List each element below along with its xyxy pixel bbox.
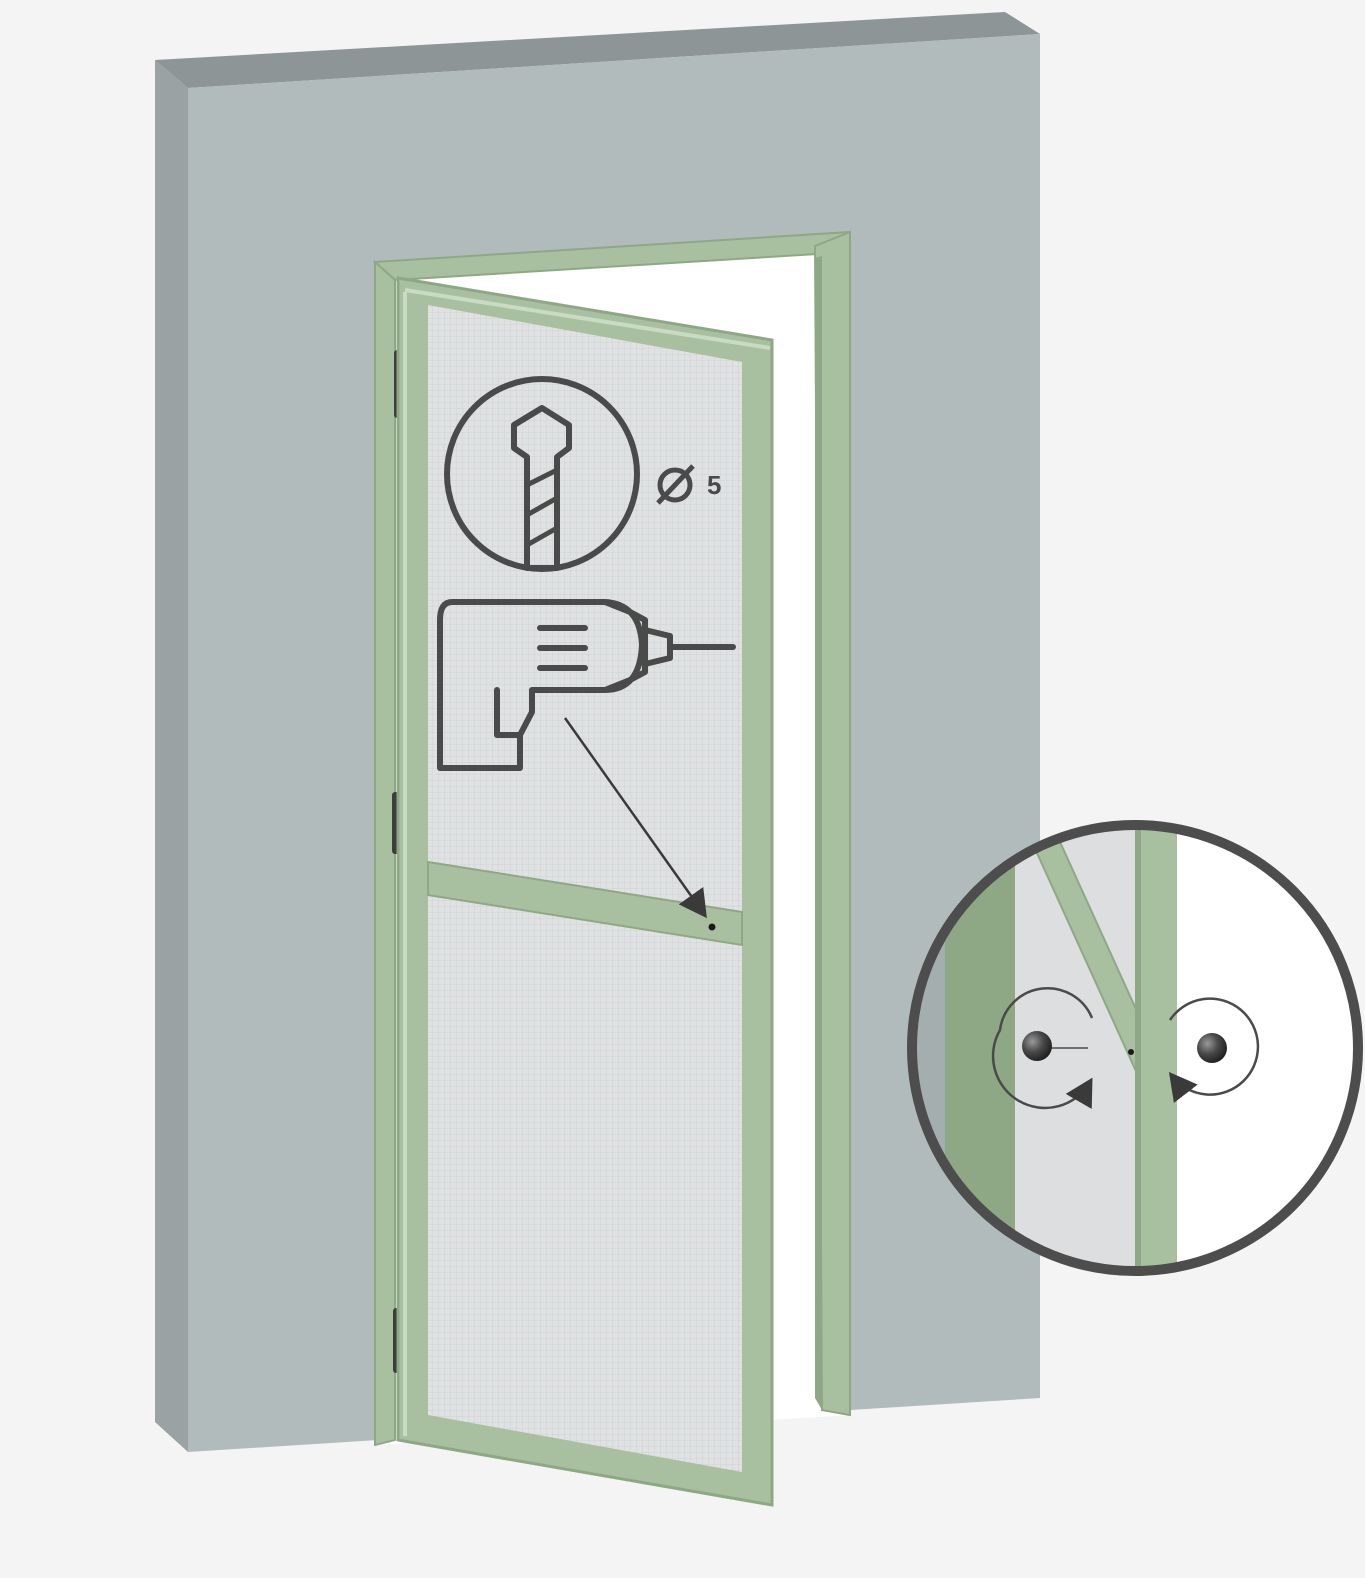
screw-cap-icon [1197, 1033, 1227, 1063]
drill-point [709, 924, 716, 931]
diameter-value: 5 [707, 470, 721, 500]
upper-mesh-panel [428, 305, 742, 912]
screw-cap-icon [1022, 1031, 1052, 1061]
wall-left-side [155, 60, 188, 1452]
lower-mesh-panel [428, 895, 742, 1472]
zoom-drill-point [1128, 1049, 1134, 1055]
screen-door-leaf [398, 278, 772, 1505]
